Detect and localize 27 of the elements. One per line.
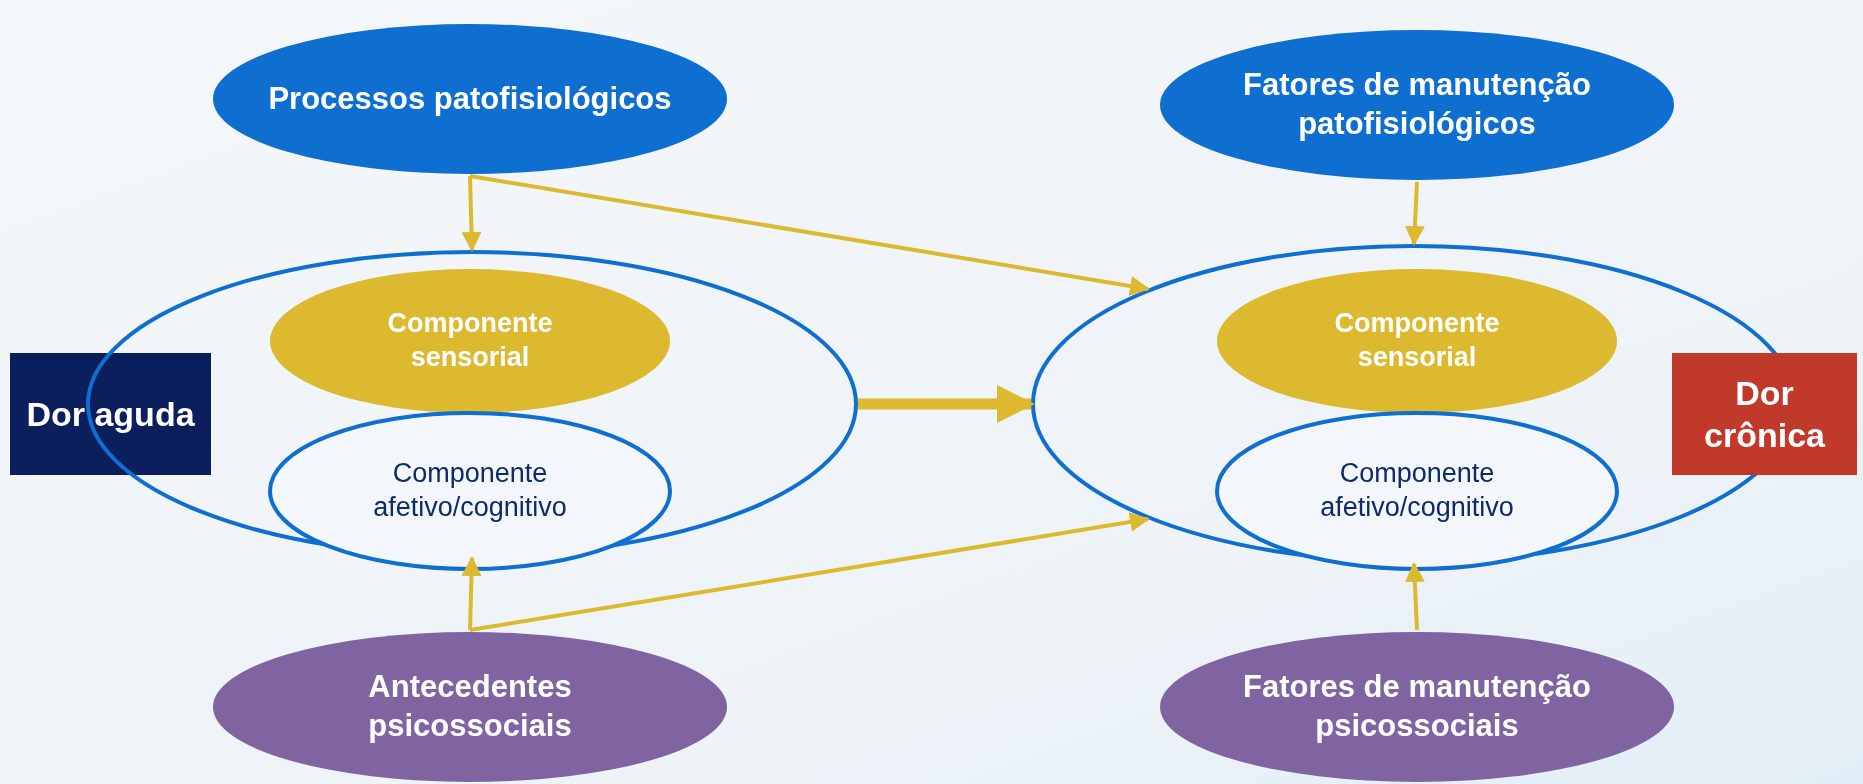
component-ellipse [1215,267,1619,415]
node-label: Processos patofisiológicos [268,79,672,118]
arrow [1404,181,1425,246]
arrow [469,174,1150,296]
component-ellipse [1215,411,1619,571]
arrow [858,385,1035,423]
arrow [461,556,482,631]
node-label: Fatores de manutenção patofisiológicos [1242,66,1592,143]
node-label: Componente afetivo/cognitivo [1319,457,1515,524]
pain-type-box [1672,353,1857,475]
node-label: Antecedentes psicossociais [367,668,573,745]
factor-ellipse [1158,630,1676,784]
arrow [469,512,1150,632]
node-label: Componente sensorial [1333,307,1501,374]
process-ellipse [1158,28,1676,182]
node-label: Componente sensorial [386,307,554,374]
node-label: Dor crônica [1703,372,1826,456]
factor-ellipse [211,630,729,784]
component-ellipse [268,411,672,571]
node-label: Componente afetivo/cognitivo [372,457,568,524]
arrow [1404,562,1425,631]
component-ellipse [268,267,672,415]
arrow [461,175,482,252]
pain-type-box [10,353,211,475]
process-ellipse [211,22,729,176]
node-label: Fatores de manutenção psicossociais [1242,668,1592,745]
node-label: Dor aguda [26,393,195,435]
